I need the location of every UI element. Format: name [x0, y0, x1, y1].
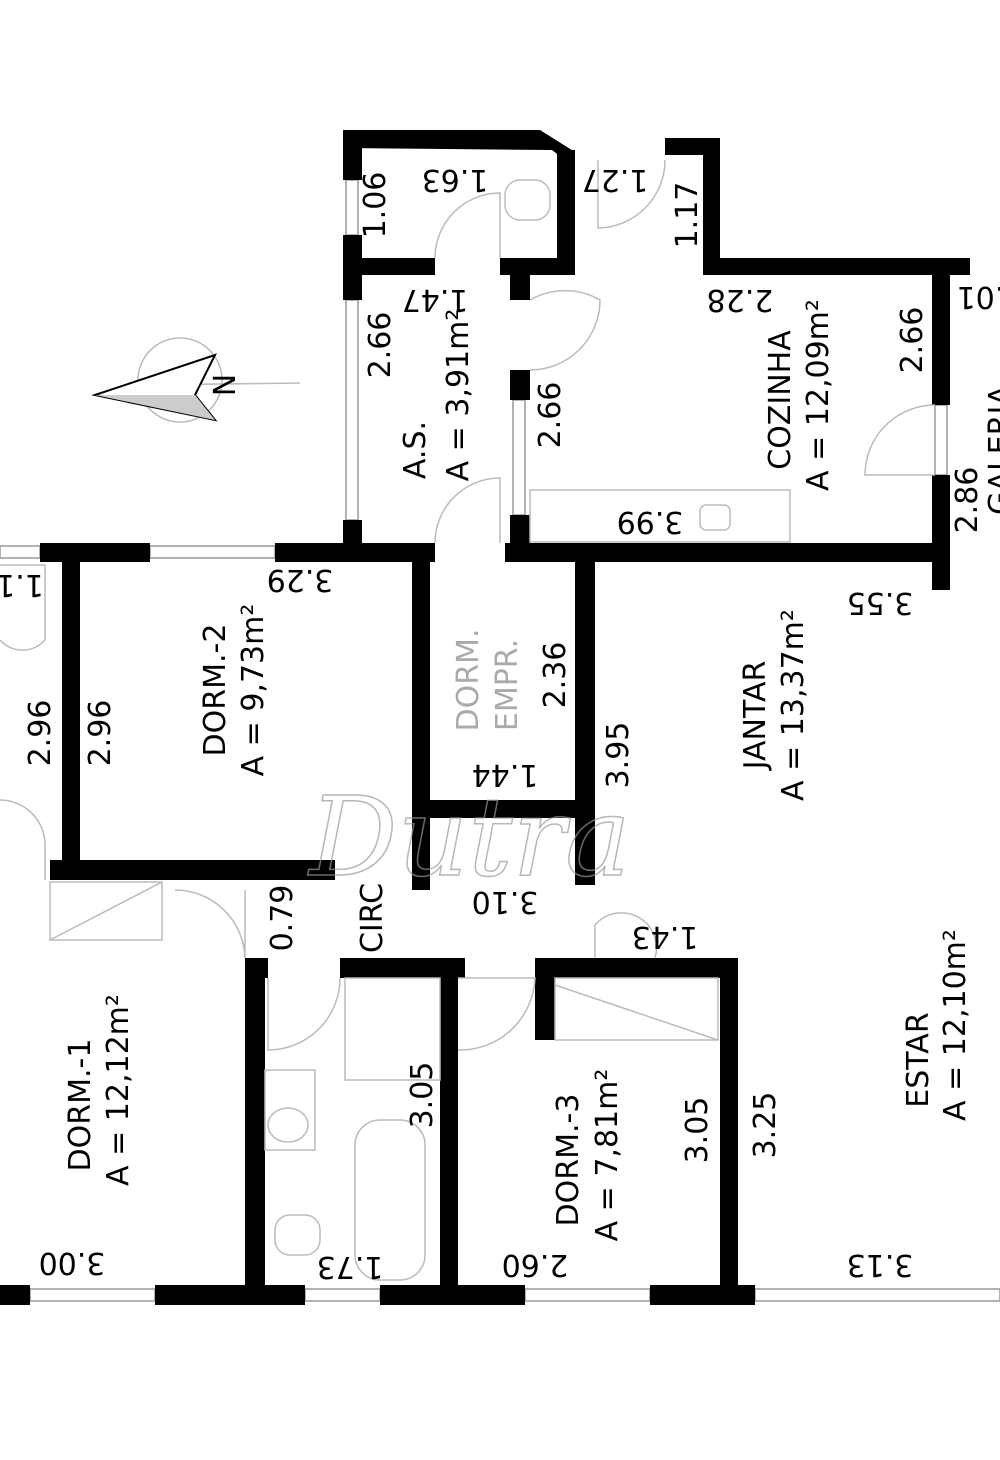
dim-label: 1.06	[358, 172, 393, 239]
room-dorm3-name: DORM.-3	[551, 1094, 586, 1227]
dim-label: 3.95	[601, 722, 636, 789]
dim-label: 2.96	[23, 700, 58, 767]
watermark-logo: Dutra	[307, 773, 630, 901]
room-dorm-empr-name2: EMPR.	[490, 639, 525, 731]
room-labels: A.S. A = 3,91m² COZINHA A = 12,09m² GALE…	[63, 299, 1000, 1241]
dim-label: 1.1	[0, 567, 44, 602]
dim-label: 1.01	[957, 279, 1000, 314]
dim-label: 2.36	[538, 642, 573, 709]
dim-label: 3.00	[39, 1245, 106, 1280]
dim-label: 3.55	[847, 585, 914, 620]
dim-label: 0.79	[265, 885, 300, 952]
dim-label: 2.96	[83, 700, 118, 767]
dim-label: 1.73	[317, 1249, 384, 1284]
north-label: N	[208, 374, 243, 396]
dim-label: 3.10	[472, 884, 539, 919]
dim-label: 2.86	[950, 467, 985, 534]
dim-label: 3.99	[617, 504, 684, 539]
dim-label: 3.29	[267, 562, 334, 597]
north-arrow-icon: N	[91, 337, 301, 423]
dim-label: 2.60	[502, 1247, 569, 1282]
room-dorm3-area: A = 7,81m²	[590, 1069, 625, 1242]
room-circ-name: CIRC	[355, 883, 390, 953]
room-dorm2-area: A = 9,73m²	[236, 604, 271, 777]
dim-label: 1.17	[670, 182, 705, 249]
dim-label: 1.43	[632, 919, 699, 954]
room-galeria-name: GALERIA	[983, 385, 1000, 515]
room-dorm1-name: DORM.-1	[63, 1039, 98, 1172]
dim-label: 1.47	[402, 282, 469, 317]
dim-label: 3.13	[847, 1247, 914, 1282]
fixtures	[0, 159, 936, 1281]
dim-label: 3.05	[680, 1097, 715, 1164]
room-cozinha-area: A = 12,09m²	[801, 299, 836, 491]
dim-label: 2.66	[533, 382, 568, 449]
walls	[0, 130, 970, 1305]
dim-label: 1.44	[472, 757, 539, 792]
dim-label: 1.63	[422, 162, 489, 197]
dim-label: 3.25	[748, 1092, 783, 1159]
dimension-labels: 1.63 1.06 1.27 1.17 1.47 2.28 2.66 2.66 …	[0, 162, 1000, 1284]
room-estar-name: ESTAR	[901, 1012, 936, 1107]
room-dorm2-name: DORM.-2	[198, 624, 233, 757]
dim-label: 2.66	[895, 307, 930, 374]
dim-label: 3.05	[405, 1062, 440, 1129]
room-estar-area: A = 12,10m²	[938, 929, 973, 1121]
room-dorm1-area: A = 12,12m²	[101, 994, 136, 1186]
dim-label: 1.27	[582, 162, 649, 197]
room-cozinha-name: COZINHA	[763, 330, 798, 470]
dim-label: 2.28	[707, 282, 774, 317]
room-jantar-area: A = 13,37m²	[776, 609, 811, 801]
room-jantar-name: JANTAR	[738, 661, 773, 772]
room-dorm-empr-name1: DORM.	[451, 629, 486, 732]
room-as-name: A.S.	[398, 421, 433, 479]
windows	[0, 179, 1000, 1302]
room-as-area: A = 3,91m²	[441, 309, 476, 482]
dim-label: 2.66	[363, 312, 398, 379]
